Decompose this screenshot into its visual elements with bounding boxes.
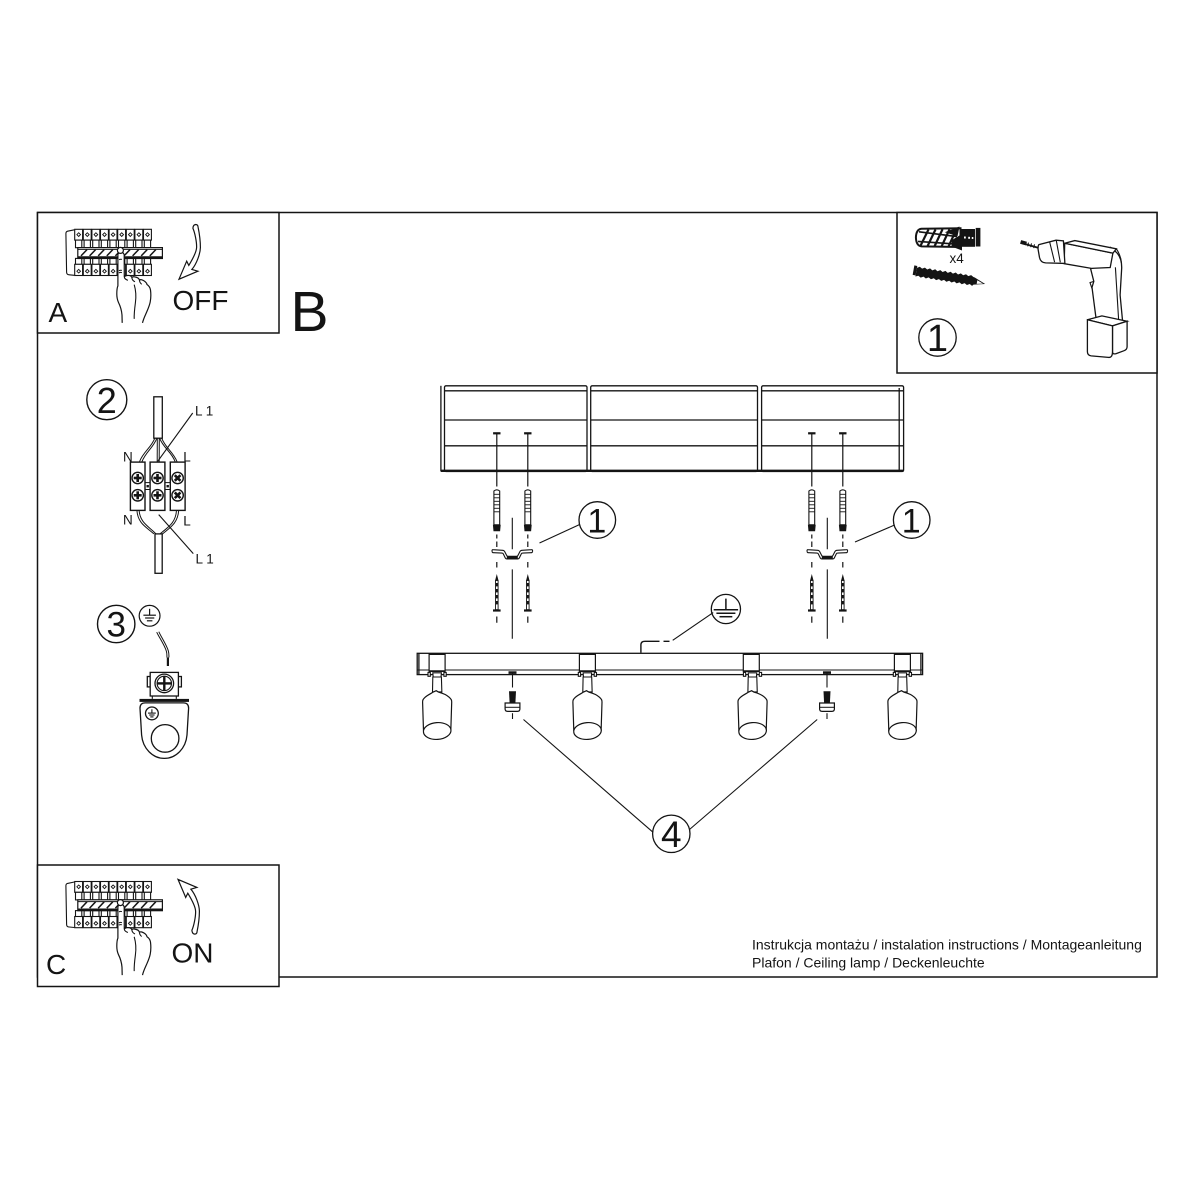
svg-text:L 1: L 1: [195, 403, 213, 418]
svg-text:C: C: [46, 949, 66, 980]
svg-text:N: N: [123, 450, 133, 465]
svg-text:Instrukcja montażu / instalati: Instrukcja montażu / instalation instruc…: [752, 936, 1142, 952]
svg-text:1: 1: [902, 502, 921, 540]
svg-text:N: N: [123, 513, 133, 528]
svg-text:x4: x4: [950, 251, 965, 266]
svg-text:Plafon / Ceiling lamp / Decken: Plafon / Ceiling lamp / Deckenleuchte: [752, 954, 985, 970]
svg-text:ON: ON: [172, 937, 214, 968]
svg-text:L 1: L 1: [196, 552, 214, 567]
svg-text:B: B: [291, 280, 329, 344]
svg-text:2: 2: [97, 380, 117, 421]
svg-text:OFF: OFF: [173, 285, 229, 316]
svg-text:1: 1: [927, 318, 948, 360]
svg-text:4: 4: [661, 814, 682, 855]
svg-text:L: L: [183, 513, 191, 528]
svg-text:L: L: [183, 449, 191, 464]
svg-text:1: 1: [587, 502, 606, 540]
svg-text:A: A: [49, 297, 68, 328]
svg-text:3: 3: [106, 606, 125, 645]
